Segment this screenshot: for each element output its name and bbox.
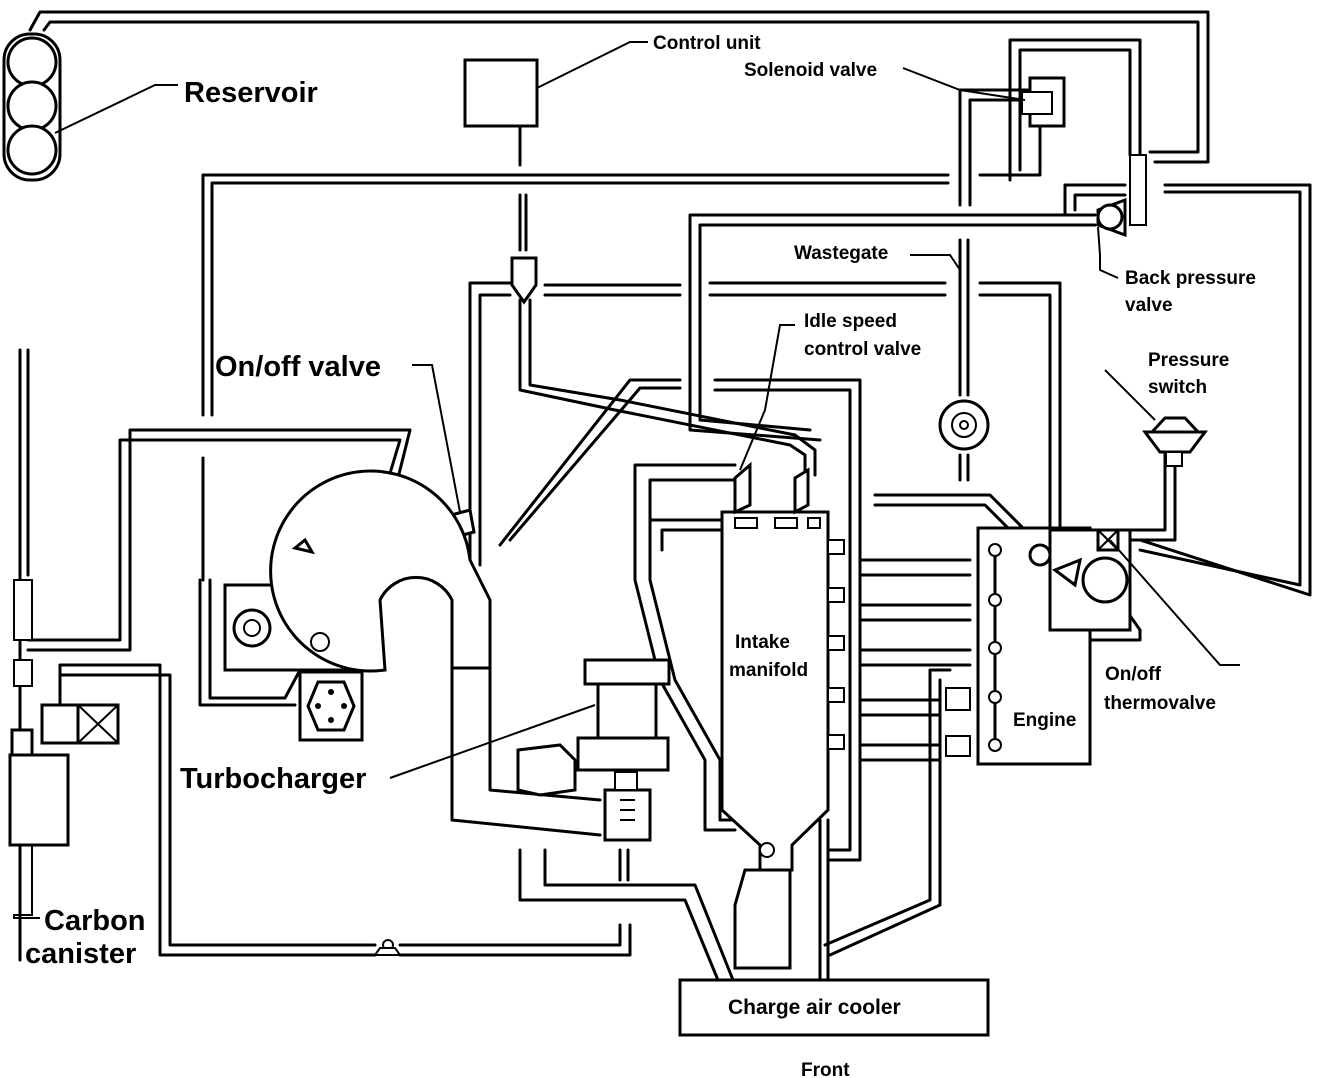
pressure-switch-label-2: switch — [1148, 377, 1207, 398]
intake-manifold-label-1: Intake — [735, 632, 790, 653]
labels: Reservoir Control unit Solenoid valve Wa… — [25, 33, 1256, 1078]
bottom-line-fitting — [373, 939, 402, 956]
engine-label: Engine — [1013, 710, 1076, 731]
thermovalve-part — [1028, 528, 1120, 588]
wastegate-label: Wastegate — [794, 243, 888, 264]
reservoir-label: Reservoir — [184, 77, 318, 109]
charge-air-cooler-box — [678, 978, 990, 1037]
charge-air-cooler-hose — [733, 868, 792, 970]
intake-manifold-part — [720, 461, 972, 872]
wastegate-part — [938, 399, 990, 451]
solenoid-valve-label: Solenoid valve — [744, 60, 877, 81]
thermovalve-label-2: thermovalve — [1104, 693, 1216, 714]
back-pressure-label-2: valve — [1125, 295, 1173, 316]
reservoir-tank — [2, 32, 62, 182]
solenoid-valve-part — [1021, 76, 1066, 128]
idle-speed-fitting — [510, 256, 538, 305]
charge-air-cooler-label: Charge air cooler — [728, 996, 901, 1019]
carbon-canister-label-2: canister — [25, 938, 136, 970]
on-off-valve-label: On/off valve — [215, 351, 381, 383]
back-pressure-label-1: Back pressure — [1125, 268, 1256, 289]
pressure-switch-part — [1142, 416, 1208, 467]
carbon-canister-label-1: Carbon — [44, 905, 146, 937]
vacuum-hoses — [18, 10, 1312, 987]
carbon-canister-part — [8, 579, 120, 847]
control-unit-label: Control unit — [653, 33, 761, 54]
idle-speed-label-1: Idle speed — [804, 311, 897, 332]
idle-speed-label-2: control valve — [804, 339, 921, 360]
turbocharger-label: Turbocharger — [180, 763, 366, 795]
thermovalve-label-1: On/off — [1105, 664, 1162, 685]
compressor-unit — [516, 658, 671, 842]
back-pressure-valve-part — [1096, 154, 1147, 238]
control-unit-box — [463, 58, 539, 167]
leader-lines — [13, 41, 1240, 919]
front-label: Front — [801, 1060, 850, 1078]
pressure-switch-label-1: Pressure — [1148, 350, 1229, 371]
turbocharger-part — [223, 469, 492, 742]
intake-manifold-label-2: manifold — [729, 660, 808, 681]
